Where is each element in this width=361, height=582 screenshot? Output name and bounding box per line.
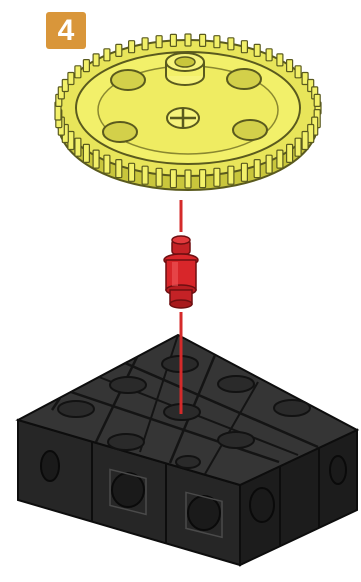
gear-tooth: [277, 54, 283, 66]
gear-tooth: [68, 73, 74, 85]
gear-tooth: [200, 34, 206, 46]
gear-tooth: [142, 38, 148, 50]
gear-tooth: [228, 166, 234, 184]
gear-tooth: [295, 138, 301, 156]
gear-tooth: [214, 36, 220, 48]
gear-tooth: [75, 138, 81, 156]
gear-tooth: [228, 38, 234, 50]
gear-tooth: [254, 44, 260, 56]
gear-tooth: [277, 150, 283, 168]
gear-tooth: [104, 49, 110, 61]
gear-tooth: [185, 34, 191, 46]
gear-tooth: [287, 60, 293, 72]
gear-tooth: [83, 60, 89, 72]
gear-tooth: [185, 170, 191, 188]
gear-tooth: [241, 163, 247, 181]
gear-tooth: [170, 170, 176, 188]
gear-tooth: [214, 168, 220, 186]
gear-tooth: [266, 155, 272, 173]
gear-tooth: [104, 155, 110, 173]
gear-tooth: [302, 132, 308, 150]
gear-tooth: [93, 150, 99, 168]
gear-tooth: [129, 163, 135, 181]
gear-tooth: [295, 66, 301, 78]
gear-tooth: [116, 160, 122, 178]
gear-tooth: [200, 170, 206, 188]
gear-wheel: [55, 34, 321, 190]
gear-tooth: [254, 160, 260, 178]
gear-tooth: [266, 49, 272, 61]
gear-tooth: [287, 144, 293, 162]
gear-tooth: [83, 144, 89, 162]
cube-block-grid: [18, 335, 357, 565]
gear-tooth: [116, 44, 122, 56]
gear-tooth: [156, 168, 162, 186]
gear-tooth: [75, 66, 81, 78]
gear-tooth: [142, 166, 148, 184]
gear-tooth: [170, 34, 176, 46]
gear-tooth: [156, 36, 162, 48]
connector-peg: [164, 236, 198, 308]
gear-tooth: [129, 41, 135, 53]
gear-tooth: [314, 94, 320, 106]
gear-tooth: [93, 54, 99, 66]
gear-tooth: [241, 41, 247, 53]
